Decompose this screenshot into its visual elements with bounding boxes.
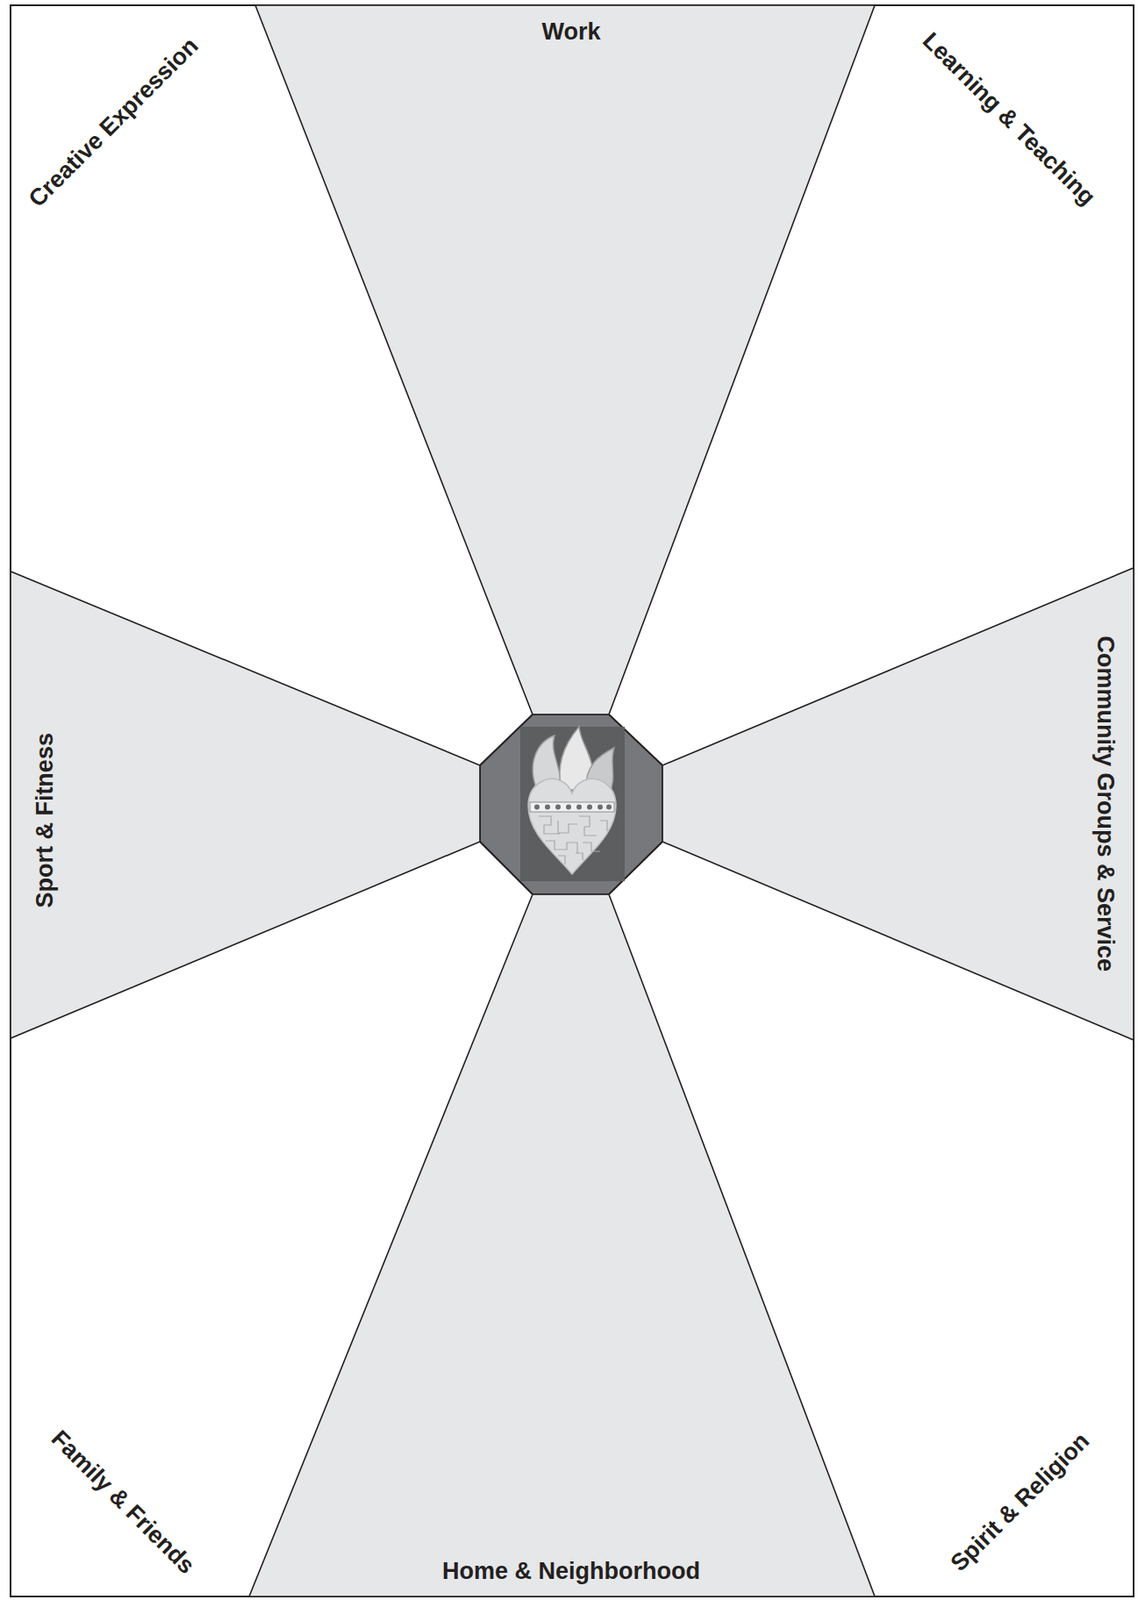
wedge-segment: Home & Neighborhood bbox=[249, 894, 875, 1597]
wedge-segment: Work bbox=[255, 5, 875, 715]
segment-title: Community Groups & Service bbox=[1091, 636, 1118, 973]
segment-title: Work bbox=[542, 19, 602, 46]
wedge-shape bbox=[10, 571, 480, 1038]
segment-title: Home & Neighborhood bbox=[442, 1558, 701, 1585]
wedge-shape bbox=[249, 894, 875, 1597]
segment-title: Sport & Fitness bbox=[32, 732, 59, 909]
wedge-shape bbox=[255, 5, 875, 715]
wedge-segment: Sport & Fitness bbox=[10, 571, 480, 1038]
wedge-segment: Community Groups & Service bbox=[662, 567, 1134, 1040]
wedge-shape bbox=[662, 567, 1134, 1040]
